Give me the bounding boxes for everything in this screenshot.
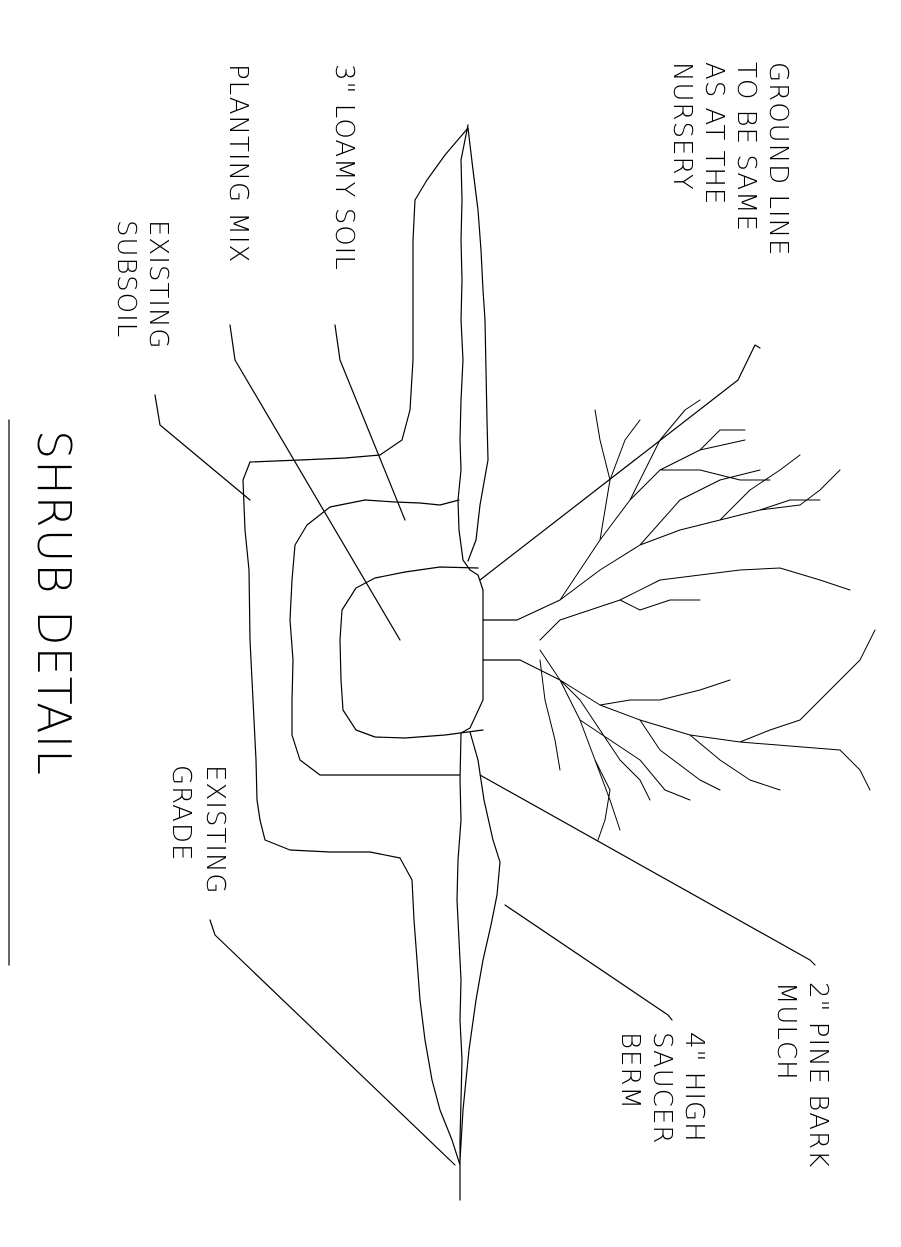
ground-line-text-4: NURSERY xyxy=(667,62,697,191)
existing-grade-line-bottom xyxy=(259,819,461,1166)
drawing-title: SHRUB DETAIL xyxy=(27,430,81,776)
saucer-berm-text-3: BERM xyxy=(615,1032,645,1110)
branch xyxy=(629,399,701,501)
mulch-berm-line-right xyxy=(459,731,501,1161)
saucer-berm-text-2: SAUCER xyxy=(647,1032,677,1144)
ground-line-text-1: GROUND LINE xyxy=(763,62,793,256)
ground-line-text-2: TO BE SAME xyxy=(731,62,761,232)
loamy-soil-text: 3" LOAMY SOIL xyxy=(329,64,359,271)
rootball-outline xyxy=(339,566,484,739)
branch xyxy=(594,759,611,841)
label-planting-mix: PLANTING MIX xyxy=(223,64,253,263)
branch xyxy=(559,439,746,601)
branch xyxy=(599,419,641,541)
branch xyxy=(839,749,871,791)
label-existing-subsoil: EXISTING SUBSOIL xyxy=(111,220,173,350)
existing-subsoil-text-2: SUBSOIL xyxy=(111,220,141,338)
branch xyxy=(516,504,801,621)
leader-existing-subsoil xyxy=(154,394,251,501)
branch xyxy=(689,734,781,791)
mulch-berm-line xyxy=(467,127,489,562)
branch xyxy=(579,719,691,801)
branch xyxy=(639,469,761,546)
branch xyxy=(594,409,611,481)
label-ground-line: GROUND LINE TO BE SAME AS AT THE NURSERY xyxy=(667,62,793,256)
label-existing-grade: EXISTING GRADE xyxy=(166,765,230,895)
leader-lines xyxy=(154,324,816,1166)
branch xyxy=(519,659,841,751)
existing-subsoil-text-1: EXISTING xyxy=(143,220,173,350)
branch xyxy=(799,469,841,506)
branch xyxy=(619,599,701,611)
planting-mix-text: PLANTING MIX xyxy=(223,64,253,263)
branch xyxy=(539,567,851,641)
leader-existing-grade xyxy=(209,919,456,1166)
branch xyxy=(739,629,876,743)
ground-surface-line xyxy=(456,124,484,1201)
branch xyxy=(659,469,771,481)
title-group: SHRUB DETAIL xyxy=(8,419,81,966)
branch xyxy=(719,454,801,521)
existing-grade-text-1: EXISTING xyxy=(200,765,230,895)
ground-line-text-3: AS AT THE xyxy=(699,62,729,205)
pine-bark-mulch-text-2: MULCH xyxy=(771,982,801,1081)
label-pine-bark-mulch: 2" PINE BARK MULCH xyxy=(771,982,833,1168)
leader-saucer-berm xyxy=(504,904,673,1021)
branch xyxy=(559,679,651,801)
shrub-branches xyxy=(516,399,876,841)
branch xyxy=(759,499,821,511)
loamy-soil-boundary xyxy=(289,499,460,776)
branch xyxy=(539,649,621,831)
label-loamy-soil: 3" LOAMY SOIL xyxy=(329,64,359,271)
branch xyxy=(639,719,721,791)
leader-pine-bark-mulch xyxy=(479,774,816,966)
pine-bark-mulch-text-1: 2" PINE BARK xyxy=(803,982,833,1168)
existing-grade-line-left xyxy=(242,127,469,821)
saucer-berm-text-1: 4" HIGH xyxy=(679,1032,709,1143)
leader-ground-line xyxy=(479,344,761,581)
leader-planting-mix xyxy=(229,324,401,641)
branch xyxy=(699,429,746,451)
soil-section xyxy=(242,124,521,1201)
branch xyxy=(539,659,561,771)
label-saucer-berm: 4" HIGH SAUCER BERM xyxy=(615,1032,709,1144)
branch xyxy=(599,679,731,706)
leader-loamy-soil xyxy=(334,324,406,521)
existing-grade-text-2: GRADE xyxy=(166,765,196,861)
shrub-trunk xyxy=(482,619,521,661)
